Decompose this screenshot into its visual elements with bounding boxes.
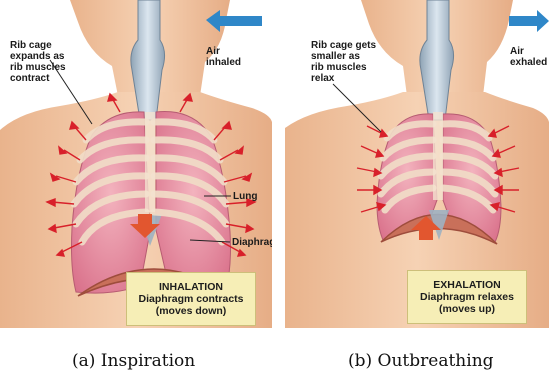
air-label: Air exhaled [510, 46, 547, 68]
air-label-line: inhaled [206, 57, 241, 68]
box-line: Diaphragm contracts [127, 293, 255, 305]
box-line: (moves down) [127, 305, 255, 317]
box-title: INHALATION [127, 281, 255, 293]
rib-cage-label: Rib cage expands as rib muscles contract [10, 40, 66, 84]
air-label: Air inhaled [206, 46, 241, 68]
rib-label-line: contract [10, 73, 66, 84]
sternum [145, 112, 155, 212]
box-line: (moves up) [408, 303, 526, 315]
sternum [433, 112, 443, 200]
rib-label-line: Rib cage [10, 40, 66, 51]
lung-label: Lung [233, 191, 257, 202]
caption-inspiration: (a) Inspiration [72, 351, 195, 371]
rib-label-line: relax [311, 73, 376, 84]
rib-label-line: rib muscles [311, 62, 376, 73]
air-label-line: Air [206, 46, 241, 57]
caption-outbreathing: (b) Outbreathing [348, 351, 494, 371]
inhalation-info-box: INHALATION Diaphragm contracts (moves do… [126, 272, 256, 326]
air-exhaled-arrow [509, 10, 549, 32]
box-line: Diaphragm relaxes [408, 291, 526, 303]
air-label-line: Air [510, 46, 547, 57]
air-label-line: exhaled [510, 57, 547, 68]
box-title: EXHALATION [408, 279, 526, 291]
panel-exhalation: Rib cage gets smaller as rib muscles rel… [277, 0, 549, 328]
exhalation-info-box: EXHALATION Diaphragm relaxes (moves up) [407, 270, 527, 324]
rib-label-line: expands as [10, 51, 66, 62]
rib-label-line: rib muscles [10, 62, 66, 73]
rib-label-line: Rib cage gets [311, 40, 376, 51]
diaphragm-label: Diaphragm [232, 237, 272, 248]
panel-inhalation: Rib cage expands as rib muscles contract… [0, 0, 272, 328]
rib-label-line: smaller as [311, 51, 376, 62]
rib-cage-label: Rib cage gets smaller as rib muscles rel… [311, 40, 376, 84]
